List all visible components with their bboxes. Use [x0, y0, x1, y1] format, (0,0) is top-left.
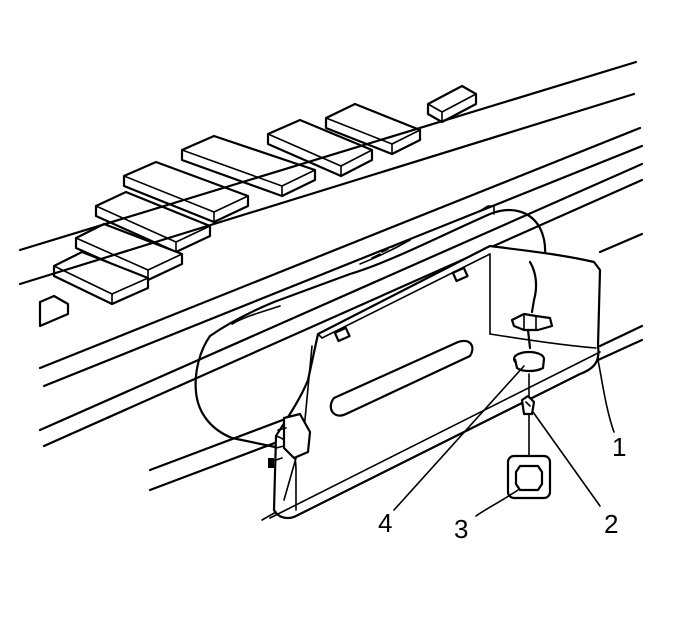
bed-floor-ribs [38, 84, 478, 328]
callout-1: 1 [612, 432, 626, 462]
fuel-tank [194, 205, 547, 450]
callout-3: 3 [454, 514, 468, 544]
bed-rail-lines [18, 60, 644, 448]
leader-lines [393, 359, 615, 517]
callout-4: 4 [378, 508, 392, 538]
skid-plate-shield [261, 244, 602, 521]
callout-2: 2 [604, 509, 618, 539]
drain-assembly [506, 260, 554, 500]
